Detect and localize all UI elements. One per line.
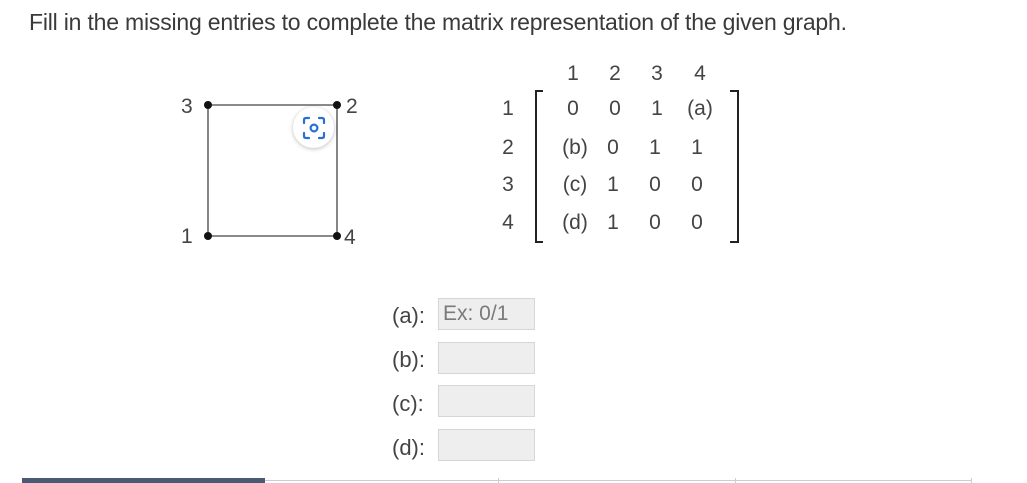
- vertex-label-3: 3: [181, 95, 193, 118]
- matrix-cell: 1: [607, 173, 619, 196]
- matrix-row-header: 2: [502, 136, 514, 159]
- answer-input-c[interactable]: [438, 385, 535, 417]
- matrix-col-header: 2: [609, 62, 621, 85]
- answer-input-b[interactable]: [438, 342, 535, 374]
- left-bracket: [535, 90, 543, 243]
- matrix-cell-c: (c): [562, 173, 588, 196]
- tab-separator: [735, 478, 736, 483]
- matrix-cell-d: (d): [562, 211, 588, 234]
- matrix-cell: 0: [691, 211, 703, 234]
- answer-label-d: (d):: [392, 435, 425, 460]
- matrix-cell-a: (a): [687, 97, 713, 120]
- vertex-label-1: 1: [181, 225, 193, 248]
- matrix-col-header: 3: [651, 62, 663, 85]
- matrix-row-header: 1: [502, 97, 514, 120]
- matrix-cell: 0: [649, 173, 661, 196]
- matrix-cell: 0: [649, 211, 661, 234]
- answer-label-b: (b):: [392, 347, 425, 372]
- matrix-cell: 1: [651, 97, 663, 120]
- graph-vertex: [333, 101, 341, 109]
- matrix-row-header: 3: [502, 173, 514, 196]
- vertex-label-2: 2: [346, 95, 358, 118]
- answer-label-a: (a):: [392, 303, 425, 328]
- matrix-cell: 0: [609, 97, 621, 120]
- graph-figure: 3 2 1 4: [181, 95, 358, 249]
- graph-vertex: [204, 101, 212, 109]
- tab-separator: [971, 478, 972, 483]
- matrix-cell: 0: [567, 97, 579, 120]
- scan-button[interactable]: [293, 107, 334, 148]
- answer-input-a[interactable]: [438, 298, 535, 330]
- tab-divider-line: [265, 480, 972, 481]
- matrix-cell: 0: [691, 173, 703, 196]
- vertex-label-4: 4: [344, 226, 356, 249]
- answer-label-c: (c):: [392, 391, 424, 416]
- matrix-col-header: 4: [694, 62, 706, 85]
- matrix-row-header: 4: [502, 211, 514, 234]
- graph-vertex: [204, 232, 212, 240]
- matrix-cell-b: (b): [562, 136, 588, 159]
- tab-active-indicator[interactable]: [22, 478, 265, 483]
- matrix-brackets: [535, 90, 739, 243]
- matrix-cell: 0: [607, 136, 619, 159]
- bottom-tab-strip: [22, 478, 972, 483]
- question-prompt: Fill in the missing entries to complete …: [29, 9, 847, 35]
- matrix-cell: 1: [691, 136, 703, 159]
- matrix-cell: 1: [649, 136, 661, 159]
- graph-vertex: [333, 232, 341, 240]
- right-bracket: [730, 90, 739, 243]
- matrix-col-header: 1: [567, 62, 579, 85]
- matrix-cell: 1: [607, 211, 619, 234]
- answer-input-d[interactable]: [438, 429, 535, 461]
- scan-camera-icon: [302, 116, 325, 139]
- tab-separator: [498, 478, 499, 483]
